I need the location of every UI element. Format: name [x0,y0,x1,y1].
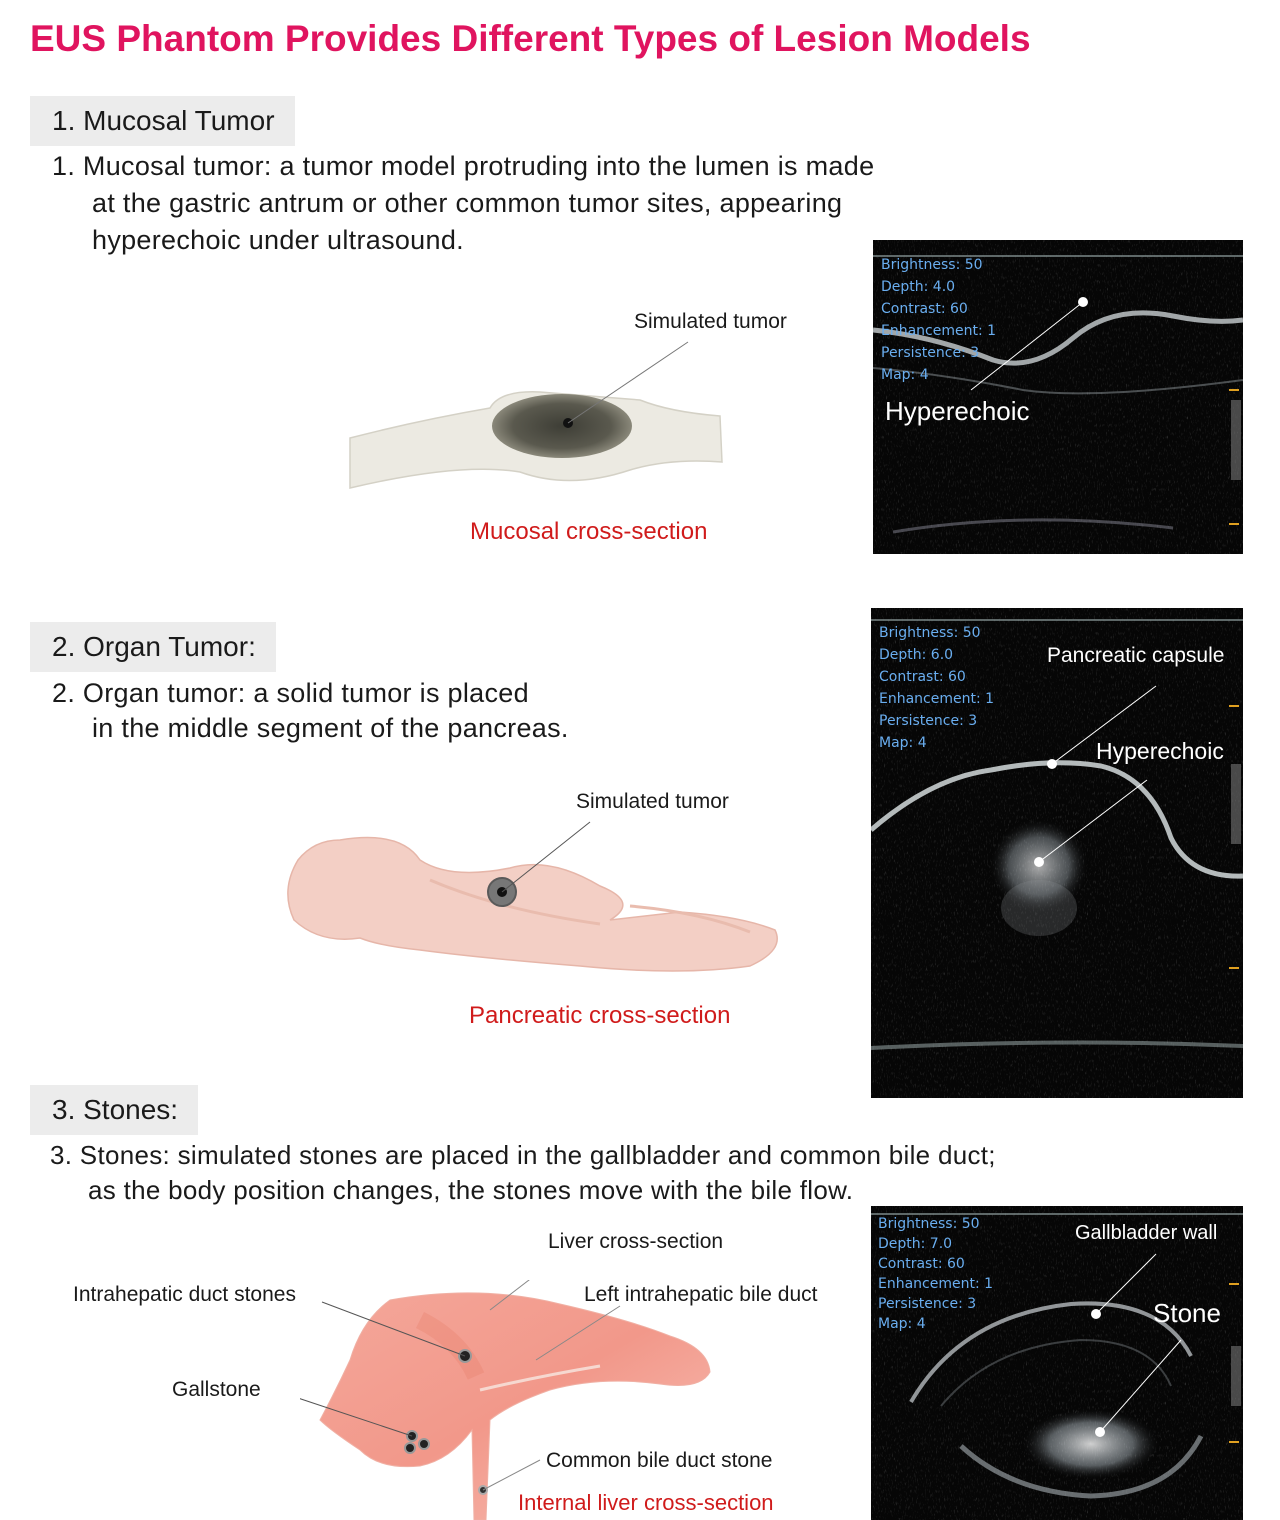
param-line: Enhancement: 1 [878,1276,994,1292]
label-simulated-tumor: Simulated tumor [576,790,729,813]
param-line: Enhancement: 1 [879,691,995,707]
section-header-organ: 2. Organ Tumor: [30,622,276,672]
us-label-gallbladder-wall: Gallbladder wall [1075,1222,1218,1244]
section-desc-stones: 3. Stones: simulated stones are placed i… [50,1138,1150,1208]
param-line: Contrast: 60 [878,1256,965,1272]
desc-line: 3. Stones: simulated stones are placed i… [50,1140,996,1170]
param-line: Persistence: 3 [878,1296,977,1312]
param-line: Depth: 7.0 [878,1236,953,1252]
param-line: Enhancement: 1 [881,323,997,339]
param-line: Persistence: 3 [879,713,978,729]
section-desc-mucosal: 1. Mucosal tumor: a tumor model protrudi… [52,148,1112,259]
param-line: Map: 4 [881,367,929,383]
label-liver-cross-section: Liver cross-section [548,1230,724,1253]
desc-line: 1. Mucosal tumor: a tumor model protrudi… [52,151,875,181]
param-line: Contrast: 60 [879,669,966,685]
param-line: Brightness: 50 [879,625,981,641]
ultrasound-image-2: Brightness: 50 Depth: 6.0 Contrast: 60 E… [871,608,1243,1098]
desc-line: in the middle segment of the pancreas. [92,713,569,743]
param-line: Depth: 6.0 [879,647,954,663]
ultrasound-params: Brightness: 50 Depth: 7.0 Contrast: 60 E… [878,1214,993,1334]
ultrasound-params: Brightness: 50 Depth: 6.0 Contrast: 60 E… [879,622,994,754]
param-line: Map: 4 [878,1316,926,1332]
gallstone [404,1442,416,1454]
ultrasound-image-1: Brightness: 50 Depth: 4.0 Contrast: 60 E… [873,240,1243,554]
us-label-hyperechoic: Hyperechoic [885,396,1030,426]
param-line: Contrast: 60 [881,301,968,317]
section-desc-organ: 2. Organ tumor: a solid tumor is placed … [52,676,832,746]
label-left-intrahepatic-bile-duct: Left intrahepatic bile duct [584,1283,818,1306]
desc-line: as the body position changes, the stones… [88,1175,854,1205]
param-line: Depth: 4.0 [881,279,956,295]
param-line: Brightness: 50 [881,257,983,273]
label-gallstone: Gallstone [172,1378,261,1401]
ultrasound-params: Brightness: 50 Depth: 4.0 Contrast: 60 E… [881,254,996,386]
caption-pancreatic-cross-section: Pancreatic cross-section [469,1002,731,1029]
gallstone [418,1438,430,1450]
caption-mucosal-cross-section: Mucosal cross-section [470,518,708,545]
section-header-stones: 3. Stones: [30,1085,199,1135]
mucosal-model-illustration [349,341,723,489]
pancreas-model-illustration [287,821,778,972]
desc-line: at the gastric antrum or other common tu… [92,188,843,218]
desc-line: 2. Organ tumor: a solid tumor is placed [52,678,529,708]
liver-model-illustration [300,1280,711,1520]
ultrasound-image-3: Brightness: 50 Depth: 7.0 Contrast: 60 E… [871,1206,1243,1520]
param-line: Map: 4 [879,735,927,751]
label-common-bile-duct-stone: Common bile duct stone [546,1449,773,1472]
param-line: Persistence: 3 [881,345,980,361]
us-label-hyperechoic: Hyperechoic [1096,738,1224,764]
simulated-tumor-mass [492,394,632,458]
us-label-stone: Stone [1153,1298,1221,1328]
desc-line: hyperechoic under ultrasound. [92,225,464,255]
caption-internal-liver-cross-section: Internal liver cross-section [518,1490,774,1515]
page-title: EUS Phantom Provides Different Types of … [30,18,1031,59]
label-simulated-tumor: Simulated tumor [634,310,787,333]
param-line: Brightness: 50 [878,1216,980,1232]
section-header-mucosal: 1. Mucosal Tumor [30,96,295,146]
label-intrahepatic-duct-stones: Intrahepatic duct stones [73,1283,296,1306]
us-label-pancreatic-capsule: Pancreatic capsule [1047,644,1225,667]
